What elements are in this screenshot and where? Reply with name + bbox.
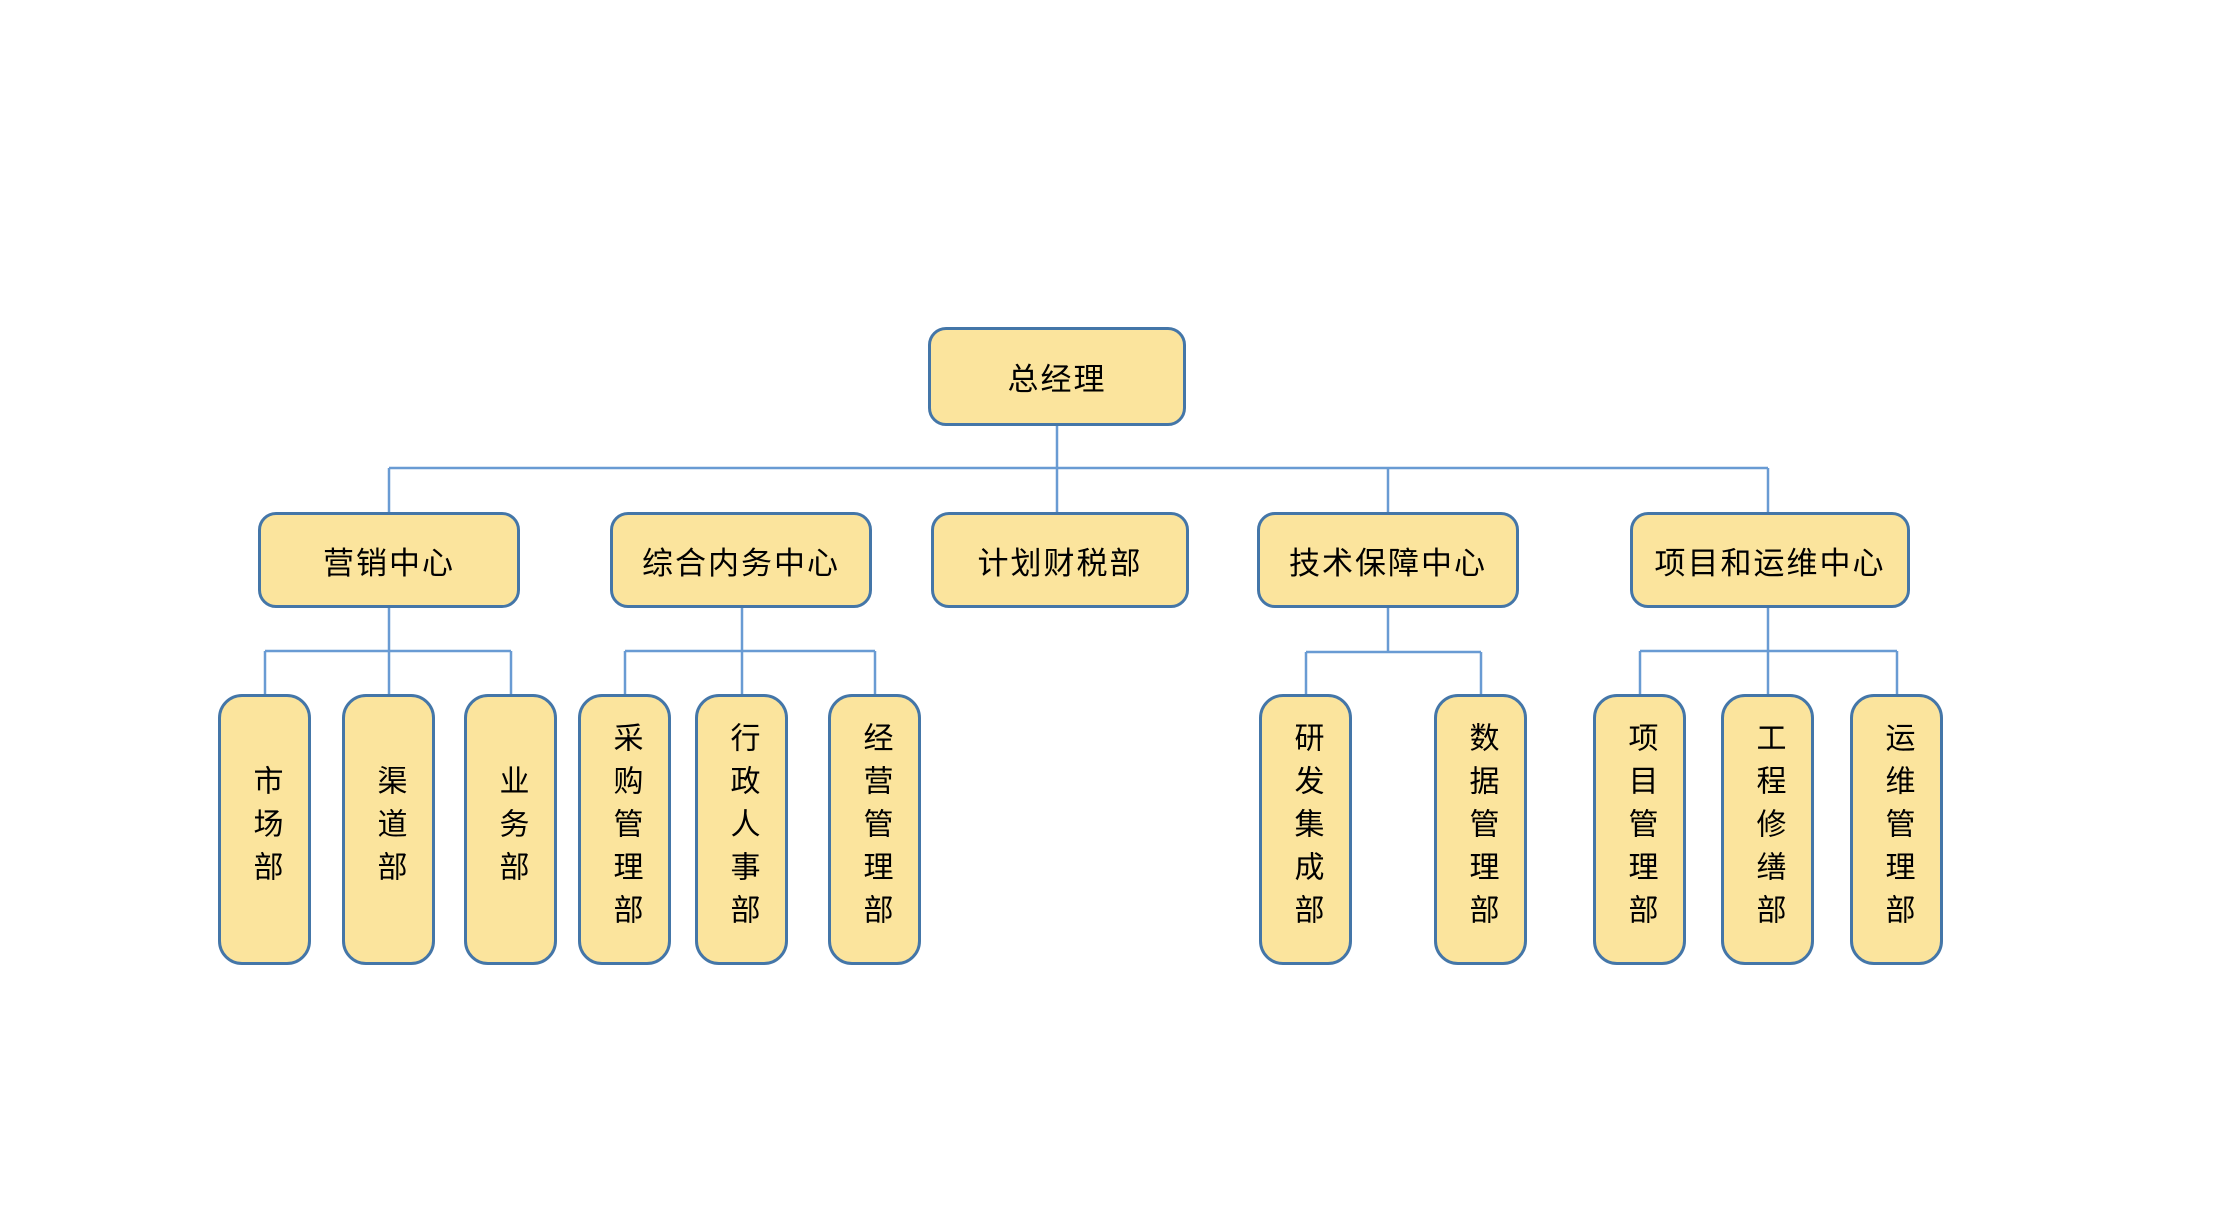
- node-data-mgmt-dept[interactable]: 数据管理部: [1434, 694, 1527, 965]
- node-label: 计划财税部: [977, 545, 1143, 582]
- node-rd-integration-dept[interactable]: 研发集成部: [1259, 694, 1352, 965]
- node-channel-dept[interactable]: 渠道部: [342, 694, 435, 965]
- node-label: 数据管理部: [1463, 722, 1499, 937]
- node-label: 行政人事部: [724, 722, 760, 937]
- node-label: 市场部: [247, 765, 283, 894]
- node-planning-finance-tax-dept[interactable]: 计划财税部: [931, 512, 1189, 608]
- node-tech-support-center[interactable]: 技术保障中心: [1257, 512, 1519, 608]
- node-label: 技术保障中心: [1289, 545, 1487, 582]
- node-admin-hr-dept[interactable]: 行政人事部: [695, 694, 788, 965]
- node-project-mgmt-dept[interactable]: 项目管理部: [1593, 694, 1686, 965]
- node-market-dept[interactable]: 市场部: [218, 694, 311, 965]
- node-label: 综合内务中心: [642, 545, 840, 582]
- node-label: 总经理: [1007, 362, 1107, 398]
- node-label: 营销中心: [323, 545, 455, 582]
- node-engineering-repair-dept[interactable]: 工程修缮部: [1721, 694, 1814, 965]
- node-operations-mgmt-dept[interactable]: 经营管理部: [828, 694, 921, 965]
- node-label: 业务部: [493, 765, 529, 894]
- node-label: 运维管理部: [1879, 722, 1915, 937]
- node-label: 采购管理部: [607, 722, 643, 937]
- node-label: 经营管理部: [857, 722, 893, 937]
- node-label: 项目管理部: [1622, 722, 1658, 937]
- node-procurement-mgmt-dept[interactable]: 采购管理部: [578, 694, 671, 965]
- node-marketing-center[interactable]: 营销中心: [258, 512, 520, 608]
- node-ops-maintenance-mgmt-dept[interactable]: 运维管理部: [1850, 694, 1943, 965]
- node-general-manager[interactable]: 总经理: [928, 327, 1186, 426]
- node-label: 渠道部: [371, 765, 407, 894]
- node-project-ops-center[interactable]: 项目和运维中心: [1630, 512, 1910, 608]
- node-internal-affairs-center[interactable]: 综合内务中心: [610, 512, 872, 608]
- node-label: 工程修缮部: [1750, 722, 1786, 937]
- node-label: 研发集成部: [1288, 722, 1324, 937]
- node-business-dept[interactable]: 业务部: [464, 694, 557, 965]
- node-label: 项目和运维中心: [1654, 545, 1886, 582]
